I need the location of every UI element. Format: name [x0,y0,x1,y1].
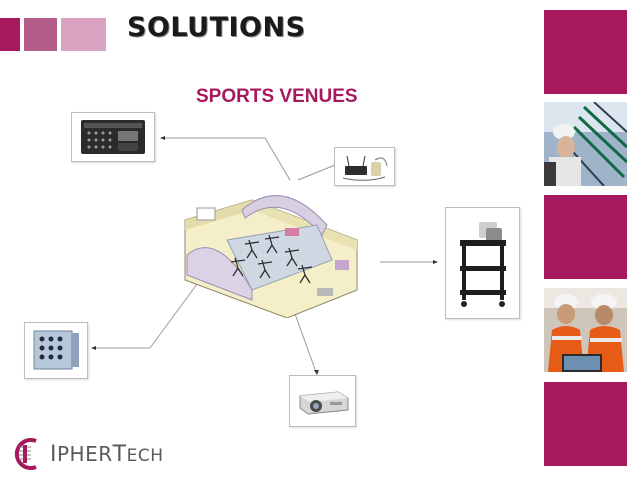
side-block-bottom [544,382,627,466]
venue-floorplan-illustration [184,195,358,319]
audio-mixer-frame [71,112,155,162]
projector-icon [299,391,349,415]
side-block-top [544,10,627,94]
team-photo [544,288,627,372]
ciphertech-logo-icon [14,438,37,470]
wireless-microphone-icon [342,155,388,181]
wireless-mic-frame [334,147,395,186]
slide-subtitle: SPORTS VENUES [196,86,358,107]
team-photo-icon [544,288,627,372]
wall-plate-icon [33,330,79,370]
accent-square-dark [0,18,20,51]
audio-mixer-icon [81,120,145,154]
side-block-middle [544,195,627,279]
logo-cap-right: T [112,441,127,467]
logo-word-left: PHER [57,441,113,466]
venue-floorplan [157,180,382,319]
slide-title: SOLUTIONS [127,12,306,43]
projector-frame [289,375,356,427]
worker-photo-icon [544,102,627,186]
accent-square-mid [24,18,57,51]
logo-word-right: ECH [126,445,164,466]
av-cart-frame [445,207,520,319]
av-cart-icon [460,222,506,307]
logo-cap-left: I [50,441,57,467]
ciphertech-logo: IPHERTECH [10,437,164,471]
worker-photo [544,102,627,186]
logo-text: IPHERTECH [50,442,164,467]
accent-square-light [61,18,106,51]
wall-plate-frame [24,322,88,379]
